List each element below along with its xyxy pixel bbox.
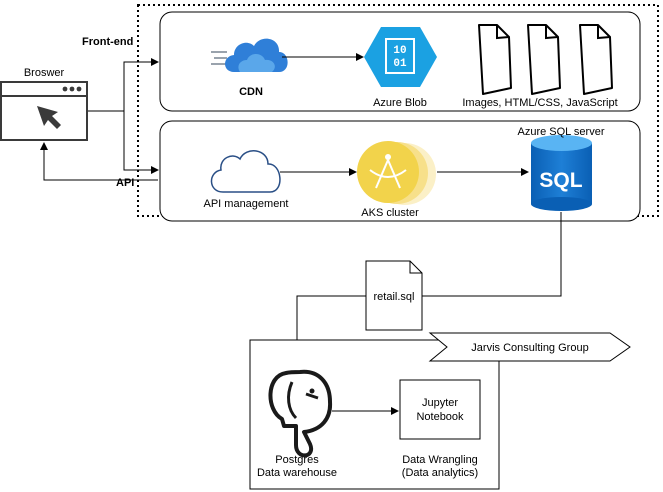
retail-sql-document-icon: [365, 260, 423, 331]
jarvis-tag: [428, 332, 631, 362]
cdn-label: CDN: [239, 86, 263, 98]
cursor-icon: [37, 106, 61, 129]
file-icon: [579, 24, 613, 95]
postgres-line1: Postgres: [275, 454, 319, 466]
postgres-elephant-icon: [268, 369, 333, 458]
jupyter-line2: Notebook: [416, 411, 464, 423]
cdn-cloud-icon: [211, 38, 288, 72]
sql-server-label: Azure SQL server: [517, 126, 604, 138]
file-icon: [478, 24, 512, 95]
browser-window-icon: [0, 81, 88, 141]
wrangling-line2: (Data analytics): [402, 467, 478, 479]
retail-sql-label: retail.sql: [374, 291, 415, 303]
aks-label: AKS cluster: [361, 207, 419, 219]
azure-sql-icon: SQL: [531, 135, 592, 211]
api-label: API: [116, 177, 134, 189]
file-icon: [527, 24, 561, 95]
jupyter-notebook-box: [399, 379, 481, 440]
aks-cluster-icon: [357, 141, 436, 205]
blob-glyph-bottom: 01: [393, 58, 407, 70]
jupyter-line1: Jupyter: [422, 397, 458, 409]
api-management-label: API management: [204, 198, 289, 210]
files-label: Images, HTML/CSS, JavaScript: [462, 97, 617, 109]
sql-glyph: SQL: [539, 169, 582, 192]
azure-blob-icon: 10 01: [364, 27, 437, 87]
blob-glyph-top: 10: [393, 45, 406, 57]
browser-label: Broswer: [24, 67, 65, 79]
jarvis-label: Jarvis Consulting Group: [471, 342, 588, 354]
frontend-label: Front-end: [82, 36, 133, 48]
azure-blob-label: Azure Blob: [373, 97, 427, 109]
api-management-cloud-icon: [210, 150, 281, 193]
wrangling-line1: Data Wrangling: [402, 454, 478, 466]
postgres-line2: Data warehouse: [257, 467, 337, 479]
